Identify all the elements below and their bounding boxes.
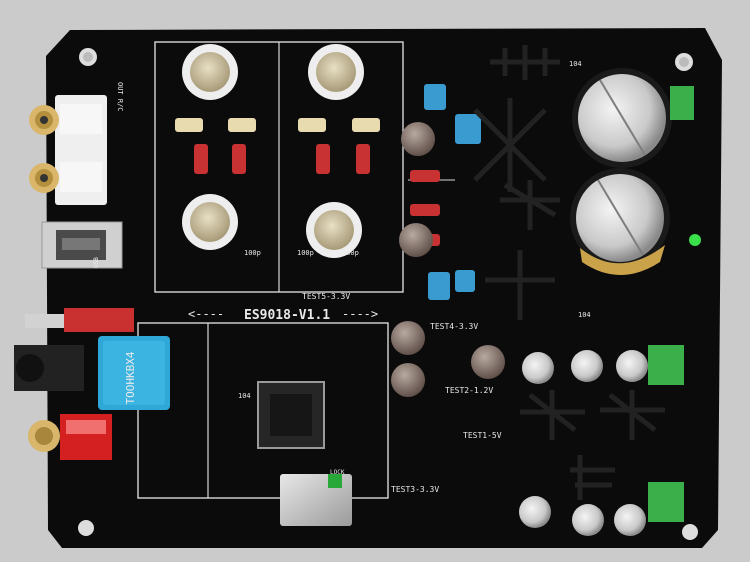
usb-label: USB	[93, 257, 100, 268]
rca-output-jacks	[29, 95, 107, 205]
test-point-label: TEST1-5V	[463, 431, 502, 440]
opamp-modules	[182, 44, 364, 258]
side-label: OUT R/C	[116, 82, 124, 112]
board-title: ES9018-V1.1	[244, 308, 330, 323]
opamp-module	[182, 194, 238, 250]
board-title-arrows-left: <----	[188, 307, 224, 321]
heatsinks	[473, 45, 665, 500]
film-capacitors	[175, 118, 440, 246]
output-filter-module: TOOHKBX4	[98, 336, 170, 410]
resistor-label: 104	[578, 311, 591, 319]
capacitor-label: 104	[238, 392, 251, 400]
blue-capacitors	[424, 84, 481, 300]
capacitor-label: 100p	[244, 249, 261, 257]
crystal-oscillator	[280, 474, 352, 526]
silkscreen-text: <---- ES9018-V1.1 ----> TEST5-3.3V TEST4…	[93, 60, 591, 494]
resistor-label: 104	[569, 60, 582, 68]
capacitor-label: 100p	[342, 249, 359, 257]
dac-chip	[257, 381, 325, 449]
opamp-module	[182, 44, 238, 100]
test-point-label: TEST4-3.3V	[430, 322, 478, 331]
opamp-module	[306, 202, 362, 258]
test-point-label: TEST3-3.3V	[391, 485, 439, 494]
capacitor-label: 100p	[297, 249, 314, 257]
test-point-label: TEST5-3.3V	[302, 292, 350, 301]
lock-label: LOCK	[330, 469, 345, 476]
toslink-connector	[14, 308, 134, 391]
output-filter-label: TOOHKBX4	[124, 351, 137, 404]
electrolytic-capacitors-small	[391, 122, 648, 536]
test-point-label: TEST2-1.2V	[445, 386, 493, 395]
usb-connector	[41, 221, 123, 269]
opamp-module	[308, 44, 364, 100]
rca-coax-input	[28, 414, 112, 460]
terminal-blocks	[648, 86, 701, 522]
electrolytic-capacitors-large	[570, 68, 672, 275]
board-title-arrows-right: ---->	[342, 307, 378, 321]
